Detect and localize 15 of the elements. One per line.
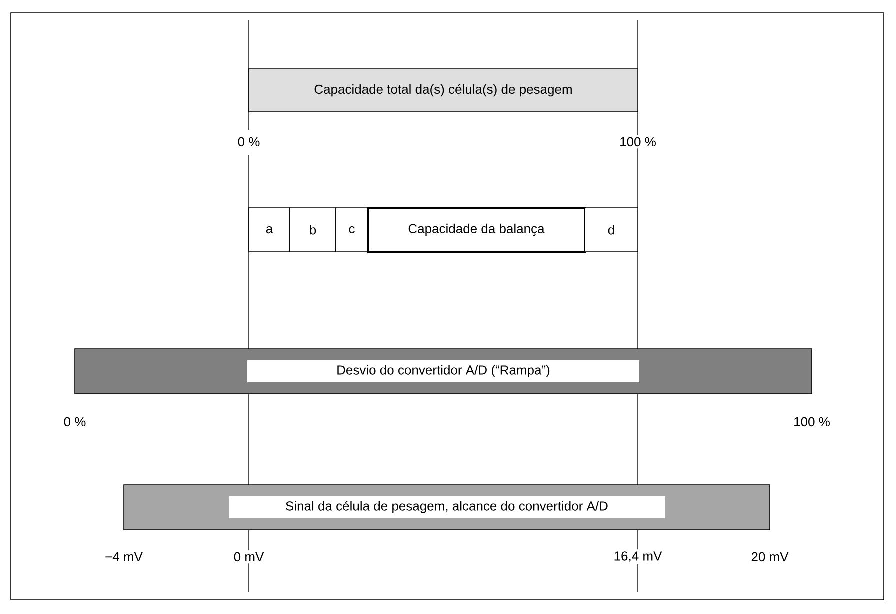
scale-label: −4 mV: [103, 550, 145, 564]
scale-cell: a: [248, 208, 290, 252]
scale-label: 100 %: [618, 135, 658, 149]
bar: Desvio do convertidor A/D (“Rampa”): [74, 348, 812, 394]
scale-cell: d: [584, 208, 638, 252]
scale-label: 16,4 mV: [612, 550, 664, 564]
scale-label: 0 %: [236, 135, 262, 149]
scale-label: 0 mV: [232, 550, 266, 564]
scale-cell: c: [336, 208, 368, 252]
scale-label: 100 %: [792, 415, 832, 429]
scale-label: 20 mV: [749, 550, 791, 564]
scale-label: 0 %: [62, 415, 88, 429]
bar-box: Capacidade total da(s) célula(s) de pesagem: [248, 68, 638, 112]
bar: Sinal da célula de pesagem, alcance do convertidor A/D: [124, 484, 770, 530]
scale-cell: b: [290, 208, 336, 252]
